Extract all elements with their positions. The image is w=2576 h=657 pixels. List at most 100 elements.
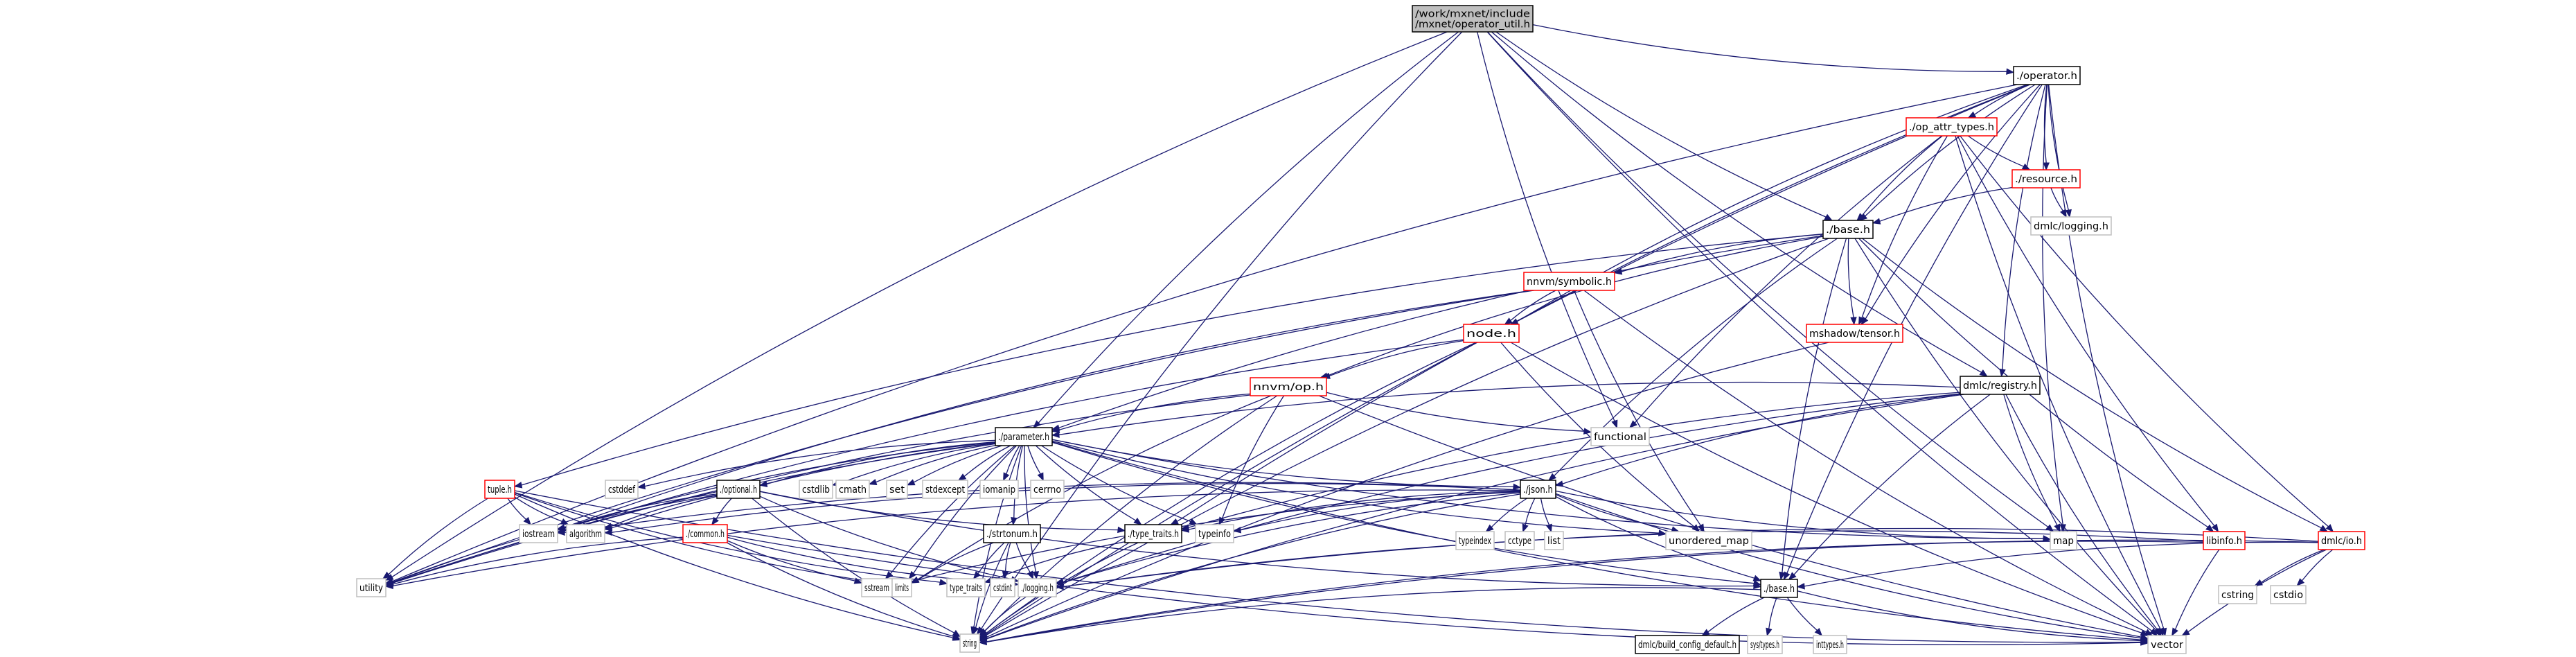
edge-line: [975, 542, 1009, 628]
edge-line: [1865, 84, 2041, 319]
edge-libinfo-to-vector: [2171, 549, 2220, 637]
edge-line: [1221, 395, 1285, 519]
edge-line: [913, 445, 1002, 483]
edge-line: [1176, 84, 2029, 522]
node-build-config[interactable]: dmlc/build_config_default.h: [1635, 635, 1740, 654]
edge-root-to-string: [976, 31, 1463, 636]
edge-line: [1583, 290, 2147, 633]
node-mshadow-tensor[interactable]: mshadow/tensor.h: [1806, 324, 1903, 343]
node-box[interactable]: [1906, 117, 1998, 137]
edge-line: [986, 539, 2319, 642]
node-box[interactable]: [2013, 66, 2081, 85]
edge-root-to-operator: [1532, 24, 2015, 75]
edge-line: [898, 491, 1521, 585]
edge-json-to-typeindex: [1485, 498, 1527, 532]
node-box: [2218, 585, 2257, 604]
node-box: [946, 578, 986, 597]
edge-line: [1491, 498, 1527, 528]
edge-line: [1957, 135, 2215, 527]
node-box[interactable]: [484, 480, 515, 499]
node-dmlc-io[interactable]: dmlc/io.h: [2318, 531, 2365, 550]
arrowhead-icon: [1766, 627, 1773, 637]
arrowhead-icon: [384, 582, 393, 590]
arrowhead-icon: [2319, 525, 2329, 532]
node-label: ./base.h: [1826, 225, 1870, 236]
node-unordered-map: unordered_map: [1665, 531, 1752, 550]
node-common[interactable]: ./common.h: [682, 524, 728, 543]
node-box[interactable]: [1463, 324, 1520, 343]
arrowhead-icon: [2043, 535, 2052, 542]
edge-line: [2301, 549, 2334, 581]
node-box: [605, 480, 639, 499]
arrowhead-icon: [853, 577, 863, 584]
node-label: nnvm/op.h: [1253, 382, 1324, 393]
edge-tuple-to-vector: [514, 490, 2149, 646]
node-box[interactable]: [2318, 531, 2365, 550]
node-nnvm-op[interactable]: nnvm/op.h: [1250, 377, 1327, 396]
edge-json-to-cctype: [1522, 498, 1536, 533]
node-label: cstring: [2221, 590, 2254, 601]
edge-json-to-vector: [1555, 493, 2149, 642]
node-box[interactable]: [1412, 5, 1534, 33]
node-box[interactable]: [2011, 169, 2081, 189]
edge-parameter-to-cerrno: [1027, 445, 1044, 482]
arrowhead-icon: [2296, 578, 2305, 586]
edge-line: [890, 445, 1015, 575]
edge-line: [1038, 31, 1459, 423]
node-box[interactable]: [1124, 524, 1182, 543]
node-base-dmlc[interactable]: ./base.h: [1760, 579, 1798, 598]
edge-line: [917, 395, 1272, 580]
node-box: [799, 480, 833, 499]
arrowhead-icon: [2205, 524, 2214, 532]
arrowhead-icon: [556, 529, 565, 536]
edge-line: [1188, 392, 1961, 528]
node-optional[interactable]: ./optional.h: [716, 480, 761, 499]
node-json[interactable]: ./json.h: [1520, 480, 1556, 499]
node-box[interactable]: [983, 524, 1041, 543]
edge-line: [564, 290, 1533, 528]
node-box[interactable]: [1806, 324, 1903, 343]
node-box[interactable]: [1960, 376, 2041, 395]
node-box[interactable]: [1520, 480, 1556, 499]
edge-line: [1967, 135, 2024, 167]
node-box[interactable]: [682, 524, 728, 543]
node-label: ./optional.h: [720, 484, 757, 496]
node-strtonum[interactable]: ./strtonum.h: [983, 524, 1041, 543]
node-base-mx[interactable]: ./base.h: [1822, 220, 1874, 239]
edge-line: [2005, 394, 2158, 631]
edge-parameter-to-logging: [1024, 445, 1040, 580]
arrowhead-icon: [1979, 369, 1988, 377]
arrowhead-icon: [1967, 111, 1977, 119]
node-resource[interactable]: ./resource.h: [2011, 169, 2081, 189]
node-box[interactable]: [1635, 635, 1740, 654]
edge-line: [759, 496, 1012, 580]
node-label: ./parameter.h: [998, 432, 1049, 443]
node-dmlc-registry[interactable]: dmlc/registry.h: [1960, 376, 2041, 395]
node-box[interactable]: [716, 480, 761, 499]
node-box[interactable]: [995, 427, 1053, 446]
node-box[interactable]: [1760, 579, 1798, 598]
edge-line: [759, 491, 1755, 587]
node-box[interactable]: [1250, 377, 1327, 396]
node-root[interactable]: /work/mxnet/include/mxnet/operator_util.…: [1412, 5, 1534, 33]
node-box[interactable]: [1523, 272, 1615, 291]
node-libinfo[interactable]: libinfo.h: [2203, 531, 2246, 550]
node-parameter[interactable]: ./parameter.h: [995, 427, 1053, 446]
arrowhead-icon: [972, 626, 979, 636]
arrowhead-icon: [908, 570, 916, 580]
node-tuple[interactable]: tuple.h: [484, 480, 515, 499]
edge-base-mx-to-parameter: [1051, 235, 1824, 431]
edge-tuple-to-algorithm: [514, 496, 569, 525]
node-operator[interactable]: ./operator.h: [2013, 66, 2081, 85]
node-label: inttypes.h: [1816, 640, 1844, 651]
edge-root-to-parameter: [1033, 31, 1459, 428]
node-type-traits-h[interactable]: ./type_traits.h: [1124, 524, 1182, 543]
node-box[interactable]: [2203, 531, 2246, 550]
node-node[interactable]: node.h: [1463, 324, 1520, 343]
arrowhead-icon: [1522, 523, 1529, 533]
node-op-attr-types[interactable]: ./op_attr_types.h: [1906, 117, 1998, 137]
node-nnvm-symbolic[interactable]: nnvm/symbolic.h: [1523, 272, 1615, 291]
node-vector: vector: [2147, 635, 2187, 654]
node-cctype: cctype: [1504, 531, 1535, 550]
node-box[interactable]: [1822, 220, 1874, 239]
